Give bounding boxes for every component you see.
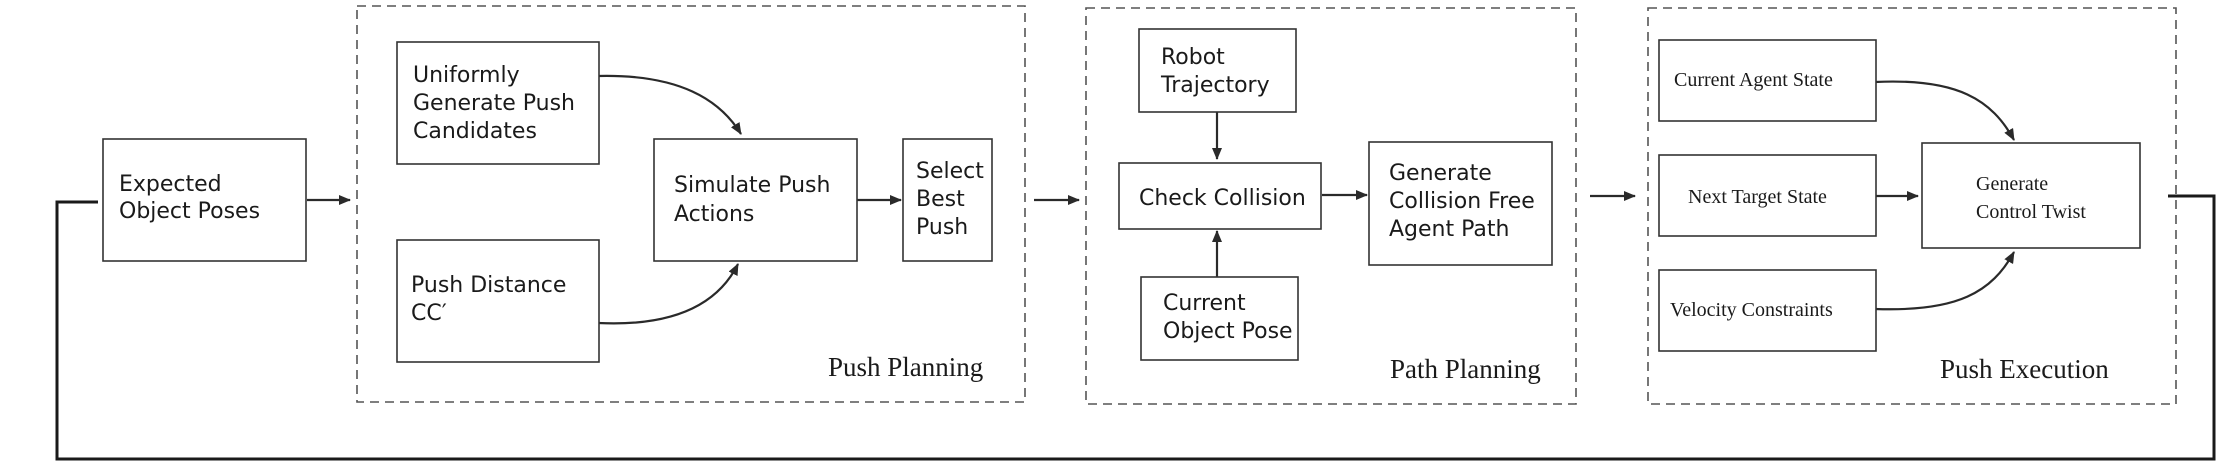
node-label-line: Object Poses	[119, 199, 260, 224]
node-label-line: Current	[1163, 291, 1246, 316]
node-label-line: Current Agent State	[1674, 69, 1833, 91]
node-label-line: Object Pose	[1163, 319, 1293, 344]
node-label-line: Collision Free	[1389, 189, 1535, 214]
node-robot-trajectory: Robot Trajectory	[1138, 28, 1297, 113]
node-label-line: Actions	[674, 202, 754, 227]
section-label-push-execution: Push Execution	[1940, 354, 2109, 384]
node-label-line: Select	[916, 159, 984, 184]
node-label-line: CC′	[411, 301, 447, 326]
node-current-agent-state: Current Agent State	[1658, 39, 1877, 122]
node-label-line: Push	[916, 215, 968, 240]
section-label-path-planning: Path Planning	[1390, 354, 1541, 384]
node-label-line: Check Collision	[1139, 186, 1306, 211]
node-label-line: Candidates	[413, 119, 537, 144]
arrow-candidates-to-simulate	[597, 74, 742, 135]
node-generate-collision-free-agent-path: Generate Collision Free Agent Path	[1368, 141, 1553, 266]
node-label-line: Trajectory	[1160, 73, 1270, 98]
node-uniformly-generate-push-candidates: Uniformly Generate Push Candidates	[396, 41, 600, 165]
section-label-push-planning: Push Planning	[828, 352, 983, 382]
node-label-line: Best	[916, 187, 965, 212]
arrow-distance-to-simulate	[597, 263, 739, 325]
node-select-best-push: Select Best Push	[902, 138, 993, 262]
node-label-line: Generate	[1976, 173, 2048, 195]
node-label-line: Push Distance	[411, 273, 566, 298]
node-current-object-pose: Current Object Pose	[1140, 276, 1299, 361]
arrow-velocity-to-twist	[1874, 251, 2015, 311]
node-label-line: Next Target State	[1688, 186, 1827, 208]
node-label-line: Uniformly	[413, 63, 520, 88]
push-execution-frame	[1647, 7, 2177, 405]
path-planning-frame	[1085, 7, 1577, 405]
node-simulate-push-actions: Simulate Push Actions	[653, 138, 858, 262]
arrow-agentstate-to-twist	[1874, 80, 2015, 141]
node-label-line: Velocity Constraints	[1670, 299, 1833, 321]
node-expected-object-poses: Expected Object Poses	[102, 138, 307, 262]
node-label-line: Expected	[119, 172, 222, 197]
node-generate-control-twist: Generate Control Twist	[1921, 142, 2141, 249]
node-label-line: Robot	[1161, 45, 1225, 70]
node-check-collision: Check Collision	[1118, 162, 1322, 230]
node-label-line: Control Twist	[1976, 201, 2086, 223]
node-velocity-constraints: Velocity Constraints	[1658, 269, 1877, 352]
node-next-target-state: Next Target State	[1658, 154, 1877, 237]
node-label-line: Generate Push	[413, 91, 575, 116]
push-planning-frame	[356, 5, 1026, 403]
node-label-line: Generate	[1389, 161, 1492, 186]
node-push-distance: Push Distance CC′	[396, 239, 600, 363]
node-label-line: Agent Path	[1389, 217, 1509, 242]
feedback-loop-line	[55, 194, 2216, 461]
node-label-line: Simulate Push	[674, 173, 830, 198]
